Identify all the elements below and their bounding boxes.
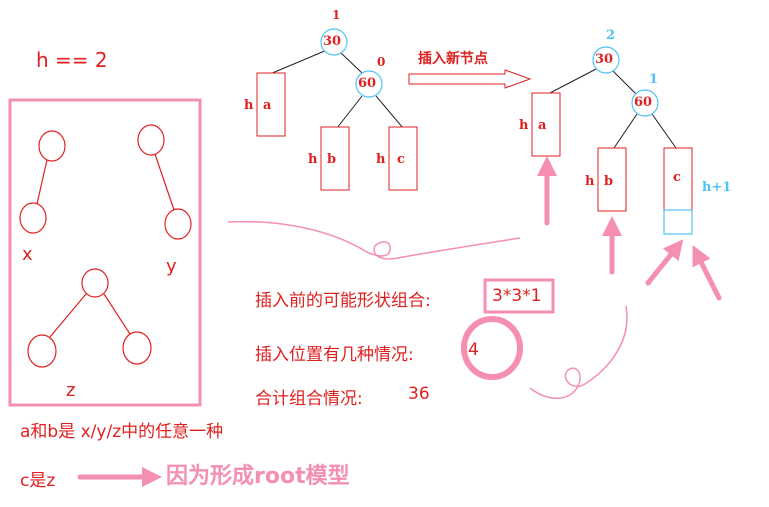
total-label: 合计组合情况: bbox=[255, 389, 363, 409]
shape-x-label: x bbox=[22, 244, 33, 265]
after-root-balance: 2 bbox=[606, 28, 616, 43]
after-c-height: h+1 bbox=[702, 180, 732, 195]
position-value: 4 bbox=[468, 340, 479, 360]
before-subtree-a bbox=[256, 72, 286, 137]
total-value: 36 bbox=[408, 384, 430, 404]
after-root-value: 30 bbox=[595, 52, 614, 67]
insert-arrow bbox=[408, 69, 532, 89]
tree-before bbox=[256, 28, 418, 191]
before-root-balance: 1 bbox=[332, 8, 341, 22]
shape-z bbox=[27, 268, 152, 368]
before-b-label: b bbox=[327, 152, 337, 167]
shape-combo-label: 插入前的可能形状组合: bbox=[255, 291, 431, 311]
before-c-label: c bbox=[397, 152, 405, 167]
before-b-height: h bbox=[308, 152, 318, 167]
shape-y-label: y bbox=[166, 256, 177, 277]
after-b-height: h bbox=[585, 174, 595, 189]
after-a-label: a bbox=[538, 118, 547, 133]
ab-note: a和b是 x/y/z中的任意一种 bbox=[20, 422, 224, 442]
before-right-balance: 0 bbox=[377, 55, 386, 69]
before-a-label: a bbox=[263, 98, 272, 113]
highlight-box-shape-combo bbox=[483, 278, 555, 314]
shape-x bbox=[19, 130, 66, 234]
shape-combo-value: 3*3*1 bbox=[492, 286, 542, 306]
after-a-height: h bbox=[519, 118, 529, 133]
after-subtree-c bbox=[663, 147, 693, 212]
before-right-node bbox=[355, 70, 383, 98]
before-root-value: 30 bbox=[323, 34, 342, 49]
after-right-node bbox=[631, 89, 659, 117]
after-subtree-a bbox=[531, 92, 561, 157]
after-b-label: b bbox=[604, 174, 614, 189]
reason-note: 因为形成root模型 bbox=[166, 464, 350, 489]
insert-arrow-label: 插入新节点 bbox=[418, 51, 488, 67]
after-root-node bbox=[592, 46, 620, 74]
before-c-height: h bbox=[376, 152, 386, 167]
shapes-box bbox=[8, 98, 202, 407]
c-note: c是z bbox=[20, 471, 56, 491]
shape-z-label: z bbox=[66, 380, 76, 401]
after-right-balance: 1 bbox=[649, 72, 659, 87]
after-subtree-c-new-level bbox=[663, 209, 693, 235]
before-subtree-c bbox=[388, 126, 418, 191]
pink-scribble-curve bbox=[227, 220, 521, 260]
before-subtree-b bbox=[320, 126, 350, 191]
pink-arrows bbox=[77, 156, 722, 487]
before-right-value: 60 bbox=[358, 76, 377, 91]
height-label: h == 2 bbox=[36, 48, 108, 72]
shape-y bbox=[137, 124, 192, 240]
after-right-value: 60 bbox=[634, 95, 653, 110]
before-a-height: h bbox=[244, 98, 254, 113]
pink-scribble-curve-right bbox=[529, 305, 628, 399]
after-subtree-b bbox=[597, 147, 627, 212]
before-root-node bbox=[320, 28, 348, 56]
tree-after bbox=[531, 46, 693, 235]
pink-circle-highlight bbox=[461, 316, 523, 380]
after-c-label: c bbox=[673, 170, 681, 185]
position-label: 插入位置有几种情况: bbox=[255, 345, 414, 365]
